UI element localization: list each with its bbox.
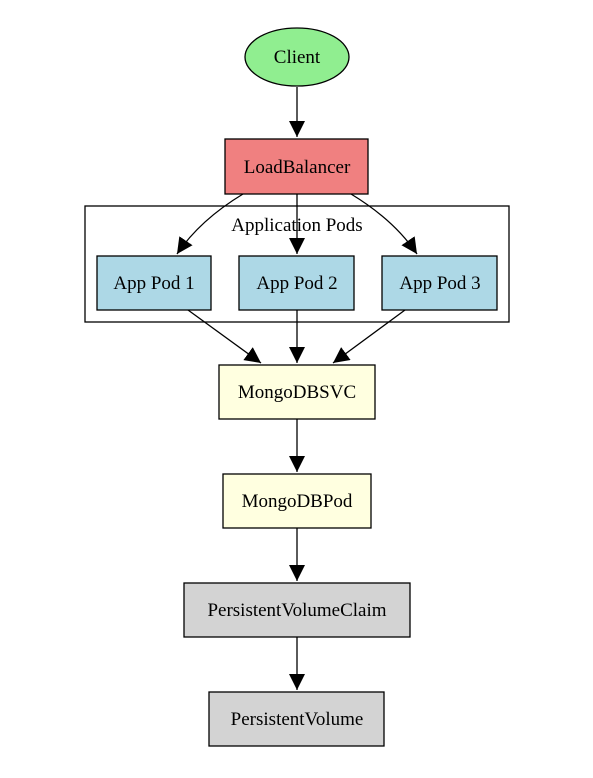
pv-shape <box>208 691 385 747</box>
edge-loadbalancer-to-app-pod-1 <box>176 193 244 255</box>
edge-app-pod-3-to-mongodbsvc <box>332 309 406 364</box>
app-pod-3-shape <box>381 255 498 311</box>
app-pod-2-shape <box>238 255 355 311</box>
node-app-pod-1: App Pod 1 <box>96 255 212 311</box>
mongodbsvc-shape <box>218 364 376 420</box>
mongodbpod-label: MongoDBPod <box>242 491 353 512</box>
node-client: Client <box>244 27 350 87</box>
pv-label: PersistentVolume <box>231 709 364 730</box>
client-shape <box>244 27 350 87</box>
pvc-shape <box>183 582 411 638</box>
app-pod-1-shape <box>96 255 212 311</box>
node-mongodbpod: MongoDBPod <box>222 473 372 529</box>
node-mongodbsvc: MongoDBSVC <box>218 364 376 420</box>
edge-loadbalancer-to-app-pod-3 <box>350 193 418 255</box>
node-loadbalancer: LoadBalancer <box>224 138 369 195</box>
node-persistent-volume: PersistentVolume <box>208 691 385 747</box>
mongodbsvc-label: MongoDBSVC <box>238 382 356 403</box>
app-pod-1-label: App Pod 1 <box>113 273 194 294</box>
pvc-label: PersistentVolumeClaim <box>207 600 386 621</box>
edges <box>176 87 418 690</box>
app-pod-2-label: App Pod 2 <box>256 273 337 294</box>
node-persistent-volume-claim: PersistentVolumeClaim <box>183 582 411 638</box>
app-pod-3-label: App Pod 3 <box>399 273 480 294</box>
client-label: Client <box>274 47 321 68</box>
loadbalancer-shape <box>224 138 369 195</box>
loadbalancer-label: LoadBalancer <box>244 157 351 178</box>
edge-app-pod-1-to-mongodbsvc <box>187 309 262 364</box>
mongodbpod-shape <box>222 473 372 529</box>
node-app-pod-3: App Pod 3 <box>381 255 498 311</box>
node-app-pod-2: App Pod 2 <box>238 255 355 311</box>
